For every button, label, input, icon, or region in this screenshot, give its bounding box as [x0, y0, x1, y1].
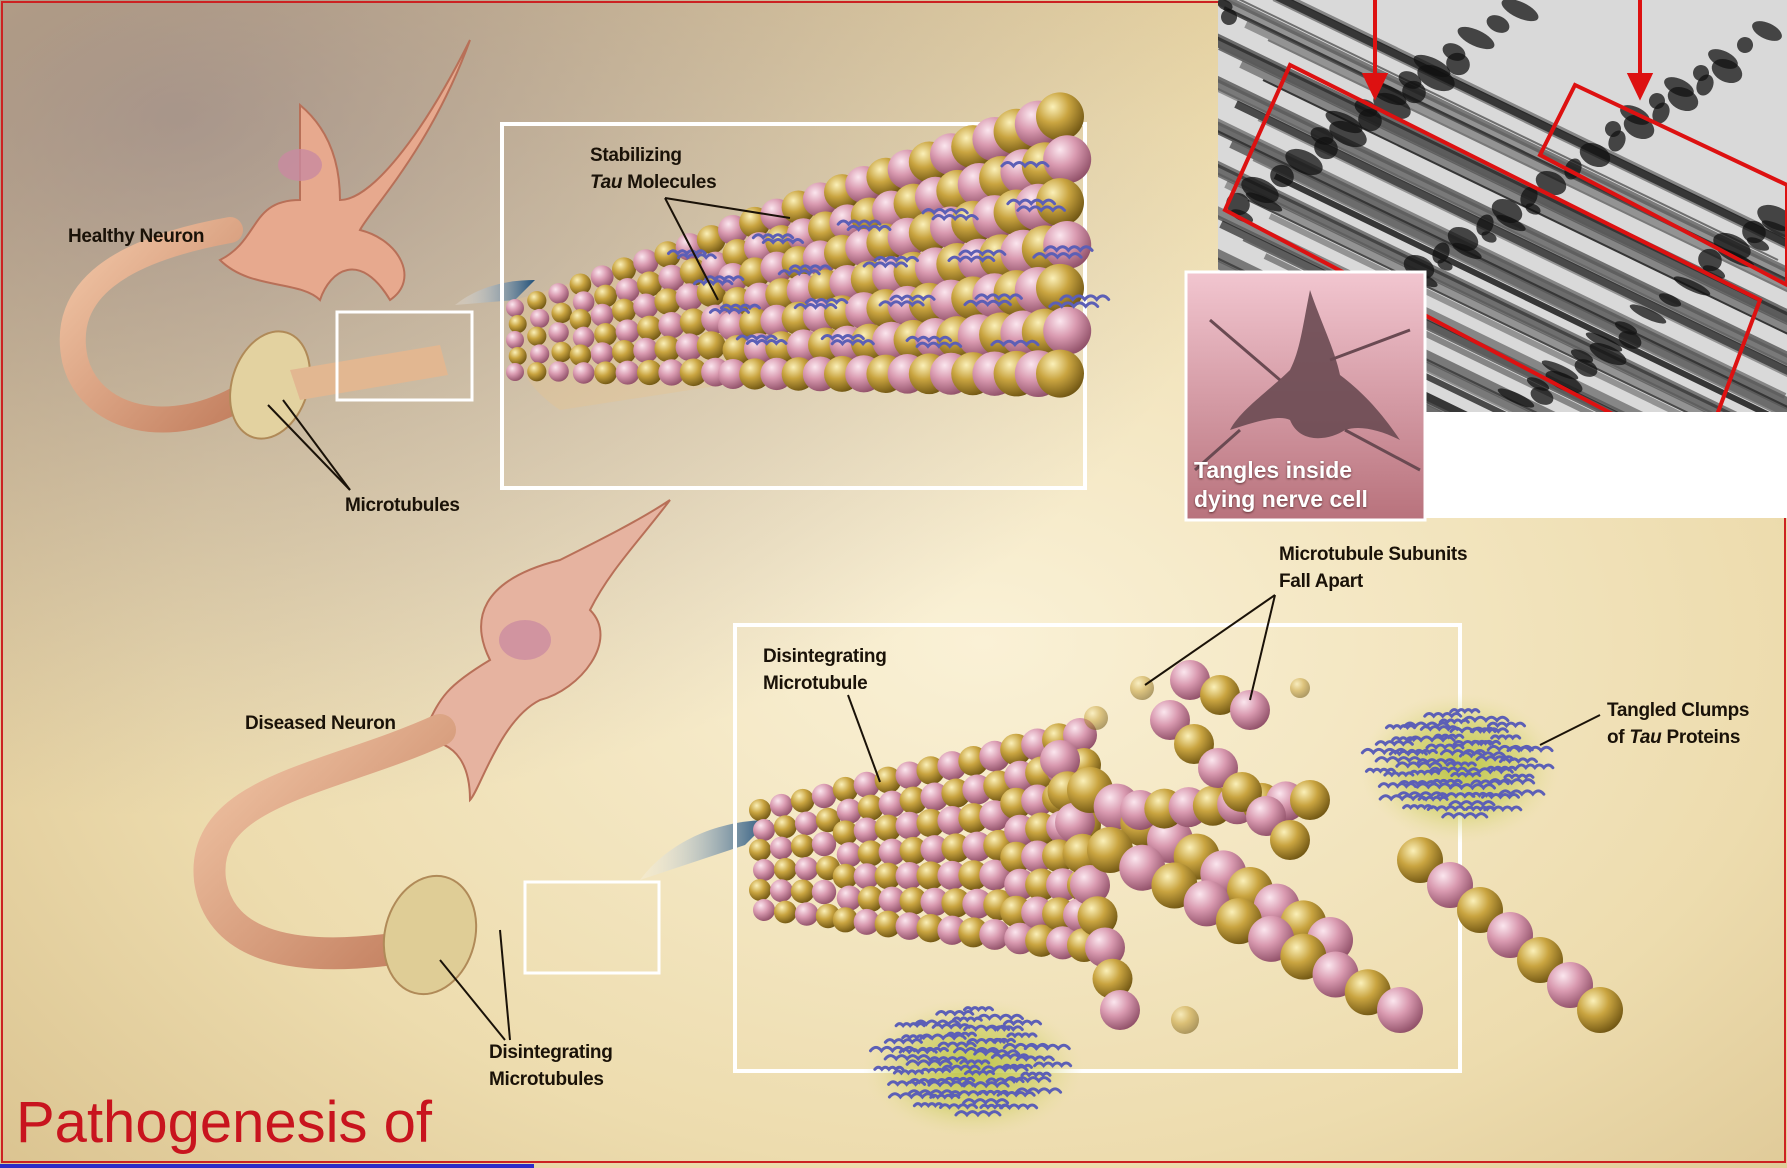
gold-subunit	[1084, 706, 1108, 730]
pink-subunit	[1043, 221, 1091, 269]
gold-subunit	[612, 340, 636, 364]
gold-subunit	[1171, 1006, 1199, 1034]
stabilizing-label-line1: Stabilizing	[590, 142, 682, 169]
gold-subunit	[1577, 987, 1623, 1033]
gold-subunit	[509, 315, 527, 333]
gold-subunit	[833, 777, 858, 802]
gold-subunit	[594, 323, 617, 346]
gold-subunit	[1290, 678, 1310, 698]
subunits-label-line2: Fall Apart	[1279, 568, 1363, 595]
gold-subunit	[791, 834, 815, 858]
pink-subunit	[1043, 307, 1091, 355]
pink-subunit	[753, 819, 775, 841]
gold-subunit	[527, 327, 546, 346]
gold-subunit	[612, 299, 636, 323]
gold-subunit	[749, 879, 771, 901]
pink-subunit	[530, 309, 549, 328]
gold-subunit	[1270, 820, 1310, 860]
pink-subunit	[530, 344, 549, 363]
pink-subunit	[770, 879, 793, 902]
pink-subunit	[770, 837, 793, 860]
gold-subunit	[774, 858, 797, 881]
gold-subunit	[594, 361, 617, 384]
gold-subunit	[791, 880, 815, 904]
gold-subunit	[774, 901, 797, 924]
pink-subunit	[616, 361, 640, 385]
pink-subunit	[753, 899, 775, 921]
gold-subunit	[749, 839, 771, 861]
gold-subunit	[509, 347, 527, 365]
title-underline	[0, 1164, 534, 1168]
pink-subunit	[753, 859, 775, 881]
pink-subunit	[591, 265, 614, 288]
pink-subunit	[548, 361, 568, 381]
gold-subunit	[1130, 676, 1154, 700]
pink-subunit	[1043, 135, 1091, 183]
healthy-neuron-label: Healthy Neuron	[68, 223, 204, 250]
gold-subunit	[1290, 780, 1330, 820]
pink-subunit	[591, 304, 614, 327]
clumps-label-line2: of Tau Proteins	[1607, 724, 1740, 751]
gold-subunit	[791, 789, 815, 813]
gold-subunit	[527, 291, 546, 310]
pink-subunit	[1100, 990, 1140, 1030]
pink-subunit	[795, 902, 819, 926]
inset-caption-line1: Tangles inside	[1194, 456, 1368, 485]
pink-subunit	[1377, 987, 1423, 1033]
clumps-label-line1: Tangled Clumps	[1607, 697, 1749, 724]
pink-subunit	[795, 812, 819, 836]
gold-subunit	[1036, 92, 1084, 140]
gold-subunit	[697, 331, 726, 360]
pink-subunit	[506, 299, 524, 317]
disintegrating-microtubule-label-line2: Microtubule	[763, 670, 867, 697]
microtubules-label: Microtubules	[345, 492, 460, 519]
pink-subunit	[770, 794, 793, 817]
pink-subunit	[812, 880, 836, 904]
disintegrating-microtubule-label-line1: Disintegrating	[763, 643, 887, 670]
pink-subunit	[506, 331, 524, 349]
gold-subunit	[527, 362, 546, 381]
gold-subunit	[774, 815, 797, 838]
pink-subunit	[548, 283, 568, 303]
pink-subunit	[573, 362, 595, 384]
inset-caption-line2: dying nerve cell	[1194, 485, 1368, 514]
pink-subunit	[795, 857, 819, 881]
gold-subunit	[551, 303, 571, 323]
stabilizing-label-line2: Tau Molecules	[590, 169, 716, 196]
subunits-label-line1: Microtubule Subunits	[1279, 541, 1467, 568]
gold-subunit	[594, 285, 617, 308]
pink-subunit	[616, 319, 640, 343]
inset-caption: Tangles inside dying nerve cell	[1194, 456, 1368, 514]
diseased-neuron-label: Diseased Neuron	[245, 710, 396, 737]
gold-subunit	[551, 342, 571, 362]
slide-title: Pathogenesis of	[16, 1088, 432, 1158]
pink-subunit	[812, 784, 836, 808]
gold-subunit	[637, 316, 662, 341]
pink-subunit	[548, 322, 568, 342]
pink-subunit	[591, 342, 614, 365]
gold-subunit	[612, 257, 636, 281]
disintegrating-microtubules-label-line2: Microtubules	[489, 1066, 604, 1093]
pink-subunit	[506, 363, 524, 381]
pink-subunit	[837, 799, 862, 824]
pink-subunit	[633, 294, 658, 319]
gold-subunit	[1036, 350, 1084, 398]
pink-subunit	[812, 832, 836, 856]
gold-subunit	[749, 799, 771, 821]
disintegrating-microtubules-label-line1: Disintegrating	[489, 1039, 613, 1066]
